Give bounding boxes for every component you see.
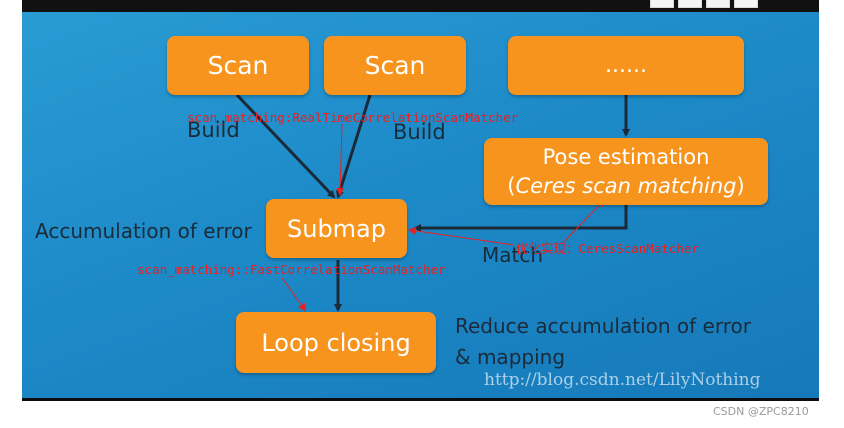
accumulation-label: Accumulation of error <box>35 219 252 243</box>
reduce-label-line1: Reduce accumulation of error <box>455 314 751 338</box>
toolbar-icons <box>650 0 758 8</box>
pose-paren-close: ) <box>736 173 745 198</box>
toolbar-icon <box>678 0 702 8</box>
arrow-scan2-to-submap <box>335 94 372 199</box>
annotation-ceres-matcher: 优化实现：CeresScanMatcher <box>516 241 699 256</box>
annotation-leader-ceres-pose <box>561 198 606 245</box>
pose-estimation-subtitle: (Ceres scan matching) <box>507 172 744 200</box>
annotation-leader-realtime <box>336 123 345 196</box>
submap-box-label: Submap <box>287 214 386 243</box>
match-label: Match <box>482 243 544 267</box>
pose-paren-open: ( <box>507 173 516 198</box>
slide-bottom-border <box>22 398 819 401</box>
submap-box: Submap <box>266 199 407 258</box>
build-label-right: Build <box>393 120 446 144</box>
scan-box-1-label: Scan <box>207 51 269 80</box>
diagram-slide: Scan Scan ...... Pose estimation (Ceres … <box>22 12 819 400</box>
scan-box-2-label: Scan <box>364 51 426 80</box>
ellipsis-box-label: ...... <box>605 53 647 78</box>
loop-closing-box: Loop closing <box>236 312 436 373</box>
csdn-credit: CSDN @ZPC8210 <box>713 405 809 418</box>
loop-closing-box-label: Loop closing <box>261 328 411 357</box>
top-border <box>22 0 819 12</box>
scan-box-2: Scan <box>324 36 466 95</box>
arrow-scan1-to-submap <box>235 93 336 199</box>
reduce-label-line2: & mapping <box>455 345 566 369</box>
annotation-fast-matcher: scan_matching::FastCorrelationScanMatche… <box>137 262 446 277</box>
scan-box-1: Scan <box>167 36 309 95</box>
pose-estimation-title: Pose estimation <box>542 145 710 170</box>
toolbar-icon <box>650 0 674 8</box>
toolbar-icon <box>734 0 758 8</box>
annotation-leader-ceres-submap <box>408 226 515 246</box>
pose-estimation-box: Pose estimation (Ceres scan matching) <box>484 138 768 205</box>
arrow-pose-to-submap <box>413 205 628 232</box>
build-label-left: Build <box>187 118 240 142</box>
toolbar-icon <box>706 0 730 8</box>
blog-watermark: http://blog.csdn.net/LilyNothing <box>484 370 761 390</box>
annotation-realtime-matcher: scan_matching:RealTimeCorrelationScanMat… <box>187 110 519 125</box>
ellipsis-box: ...... <box>508 36 744 95</box>
annotation-leader-fast <box>281 277 307 312</box>
connector-lines <box>235 93 630 312</box>
pose-method: Ceres scan matching <box>515 173 737 198</box>
